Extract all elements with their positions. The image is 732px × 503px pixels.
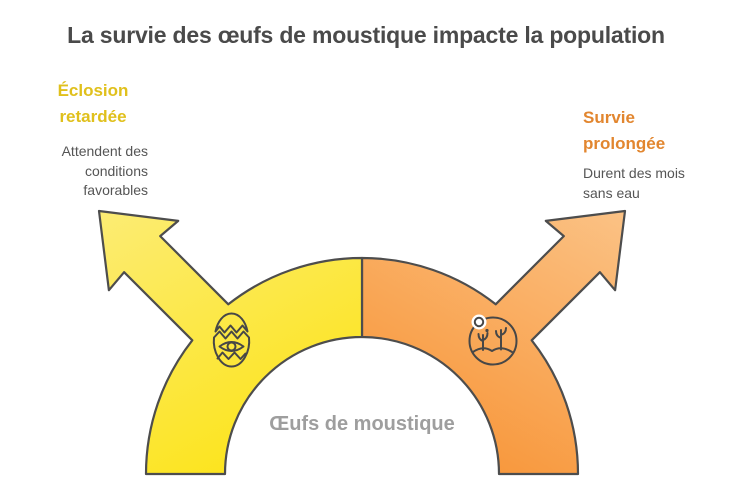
hatching-egg-icon <box>212 312 251 368</box>
left-branch-description: Attendent des conditions favorables <box>61 143 148 198</box>
desert-shrub-right <box>495 327 507 351</box>
left-branch-heading: Éclosion retardée <box>57 81 129 126</box>
page-title: La survie des œufs de moustique impacte … <box>67 22 665 48</box>
desert-icon <box>468 314 518 366</box>
egg-eye-pupil <box>226 341 237 352</box>
right-branch-arrow-shape <box>360 209 627 476</box>
right-branch-heading: Survie prolongée <box>583 108 666 153</box>
sun-halo <box>471 314 487 330</box>
right-branch-label: Survie prolongée Durent des mois sans ea… <box>583 105 718 203</box>
desert-shrub-left <box>477 332 489 351</box>
desert-circle <box>468 316 518 366</box>
egg-body <box>212 330 251 368</box>
center-label: Œufs de moustique <box>269 413 455 435</box>
egg-crack-line <box>216 351 247 360</box>
egg-cap <box>214 312 249 334</box>
left-branch-label: Éclosion retardée Attendent des conditio… <box>38 78 148 201</box>
desert-ground <box>472 347 513 353</box>
desert-dot <box>485 328 489 333</box>
sun-icon <box>473 316 485 328</box>
egg-eye <box>218 341 245 352</box>
right-branch-description: Durent des mois sans eau <box>583 165 685 201</box>
